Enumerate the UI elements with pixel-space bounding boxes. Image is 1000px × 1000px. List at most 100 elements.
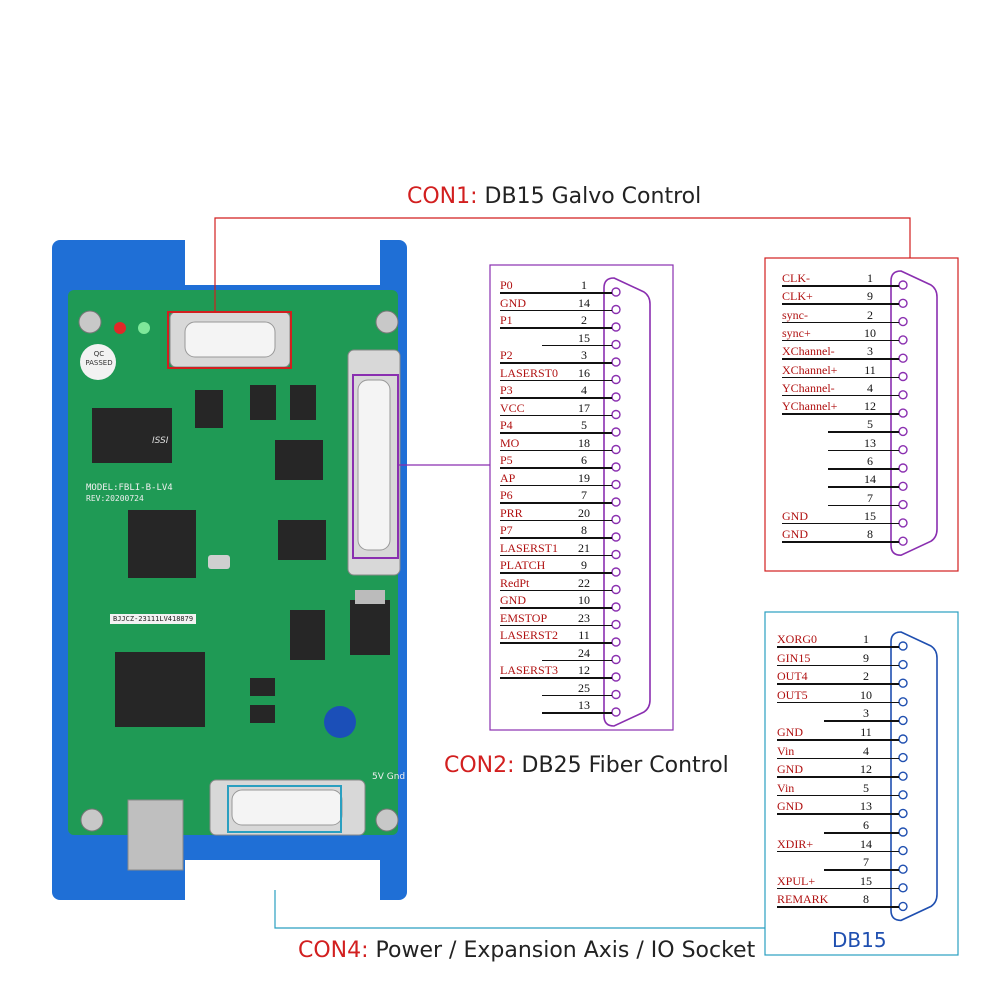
pin-name: GND <box>777 725 803 739</box>
connector-pin <box>611 304 621 315</box>
pin-number: 3 <box>867 344 873 359</box>
pin-name: P0 <box>500 278 513 292</box>
connector-pin <box>611 462 621 472</box>
pin-leader-line <box>777 646 899 648</box>
pin-leader-line <box>824 869 899 871</box>
pin-name: EMSTOP <box>500 610 548 625</box>
connector-pin <box>611 339 621 350</box>
connector-outline <box>603 277 651 727</box>
regulator-tab <box>355 590 385 604</box>
connector-pin <box>898 536 908 546</box>
pin-number: 5 <box>581 418 587 432</box>
pin-leader-line <box>782 358 899 360</box>
pin-number: 21 <box>578 540 590 555</box>
db25-frame <box>489 264 674 731</box>
connector-pin <box>611 602 621 612</box>
pin-number: 12 <box>864 399 876 414</box>
rev-label: REV:20200724 <box>86 494 144 503</box>
connector-pin <box>898 771 908 781</box>
pin-name: sync- <box>782 307 808 322</box>
pin-number: 6 <box>867 454 873 468</box>
pin-number: 15 <box>578 330 590 345</box>
pin-number: 18 <box>578 435 590 450</box>
pin-leader-line <box>777 683 899 685</box>
pin-leader-line <box>782 522 899 525</box>
pin-name: XChannel- <box>782 344 835 359</box>
pin-leader-line <box>500 677 612 679</box>
pin-number: 12 <box>578 663 590 677</box>
pin-name: AP <box>500 470 516 485</box>
pin-number: 12 <box>860 762 872 777</box>
pin-number: 16 <box>578 365 590 380</box>
pin-name: XPUL+ <box>777 873 816 888</box>
pin-leader-line <box>777 813 899 815</box>
con2-heading: CON2: DB25 Fiber Control <box>444 753 729 778</box>
pin-name: YChannel- <box>782 380 835 395</box>
pin-name: GND <box>782 508 808 523</box>
ic-3 <box>290 610 325 660</box>
connector-pin <box>898 641 908 651</box>
pin-number: 1 <box>867 271 873 285</box>
connector-pin <box>611 514 621 525</box>
pin-number: 7 <box>581 488 587 502</box>
connector-pin <box>898 697 908 707</box>
pin-leader-line <box>500 554 612 556</box>
connector-pin <box>611 707 621 717</box>
pin-number: 11 <box>864 362 876 377</box>
pin-number: 10 <box>864 325 876 340</box>
connector-pin <box>898 734 908 744</box>
screw-tr <box>375 310 399 334</box>
pin-leader-line <box>782 303 899 305</box>
pin-name: CLK- <box>782 271 810 285</box>
connector-pin <box>611 479 621 490</box>
con4-leader <box>274 890 765 929</box>
connector-pin <box>611 532 621 542</box>
qc-sticker <box>80 344 116 380</box>
pin-leader-line <box>500 432 612 434</box>
connector-pin <box>898 518 908 528</box>
pin-number: 9 <box>581 558 587 572</box>
connector-pin <box>898 298 908 308</box>
connector-pin <box>898 335 908 345</box>
screw-bl <box>80 808 104 832</box>
connector-pin <box>898 827 908 837</box>
pin-number: 11 <box>860 725 872 739</box>
pin-leader-line <box>777 794 899 797</box>
db15-bottom-face <box>231 789 343 826</box>
pin-number: 2 <box>867 307 873 322</box>
connector-pin <box>611 409 621 420</box>
pin-name: VCC <box>500 400 525 415</box>
db15-io-label: DB15 <box>832 928 887 952</box>
db15-bottom-highlight <box>227 785 342 833</box>
connector-pin <box>611 619 621 630</box>
pin-leader-line <box>500 572 612 574</box>
connector-pin <box>898 426 908 437</box>
pin-leader-line <box>777 664 899 667</box>
connector-pin <box>611 567 621 577</box>
case-flange-top <box>185 240 380 285</box>
db15-top-face <box>184 321 276 358</box>
pin-number: 1 <box>863 632 869 646</box>
pin-name: P4 <box>500 418 513 432</box>
pin-name: LASERST3 <box>500 663 559 677</box>
pin-leader-line <box>542 712 612 714</box>
led-green <box>138 322 150 334</box>
pin-number: 2 <box>863 669 869 684</box>
pin-number: 20 <box>578 505 590 520</box>
pin-name: GND <box>500 295 526 310</box>
connector-pin <box>898 499 908 510</box>
pin-name: PRR <box>500 505 523 520</box>
terminal-label: 5V Gnd <box>372 772 406 782</box>
pin-leader-line <box>500 449 612 451</box>
pin-leader-line <box>777 701 899 704</box>
pin-name: GND <box>777 762 803 777</box>
pin-leader-line <box>500 292 612 294</box>
connector-pin <box>611 374 621 385</box>
pin-name: REMARK <box>777 892 829 907</box>
inductor <box>324 706 356 738</box>
pin-leader-line <box>824 832 899 834</box>
pin-leader-line <box>828 504 899 507</box>
pin-leader-line <box>782 541 899 543</box>
pin-number: 8 <box>863 892 869 907</box>
